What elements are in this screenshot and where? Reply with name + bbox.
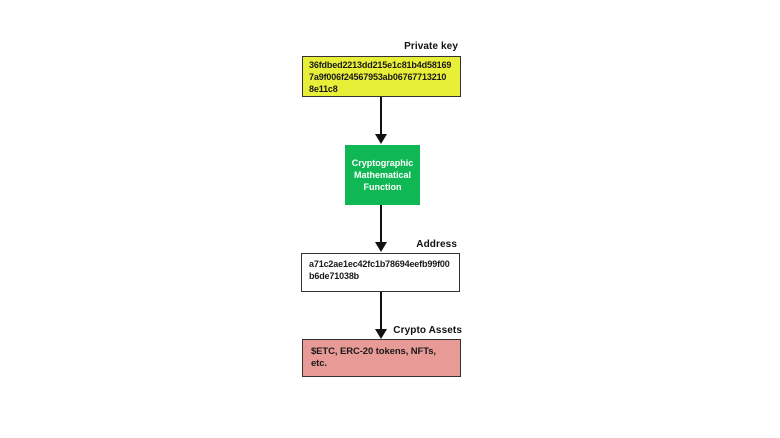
arrow-function-to-address-line (380, 205, 382, 243)
address-node: a71c2ae1ec42fc1b78694eefb99f00 b6de71038… (301, 253, 460, 292)
crypto-assets-node: $ETC, ERC-20 tokens, NFTs, etc. (302, 339, 461, 377)
arrow-address-to-crypto-assets-line (380, 292, 382, 330)
arrow-private-key-to-function-head-icon (375, 134, 387, 144)
arrow-function-to-address-head-icon (375, 242, 387, 252)
crypto-assets-label: Crypto Assets (393, 325, 462, 336)
arrow-private-key-to-function-line (380, 97, 382, 135)
arrow-address-to-crypto-assets-head-icon (375, 329, 387, 339)
cryptographic-function-node: Cryptographic Mathematical Function (345, 145, 420, 205)
address-label: Address (416, 239, 457, 250)
private-key-node: 36fdbed2213dd215e1c81b4d58169 7a9f006f24… (302, 56, 461, 97)
private-key-label: Private key (404, 41, 458, 52)
